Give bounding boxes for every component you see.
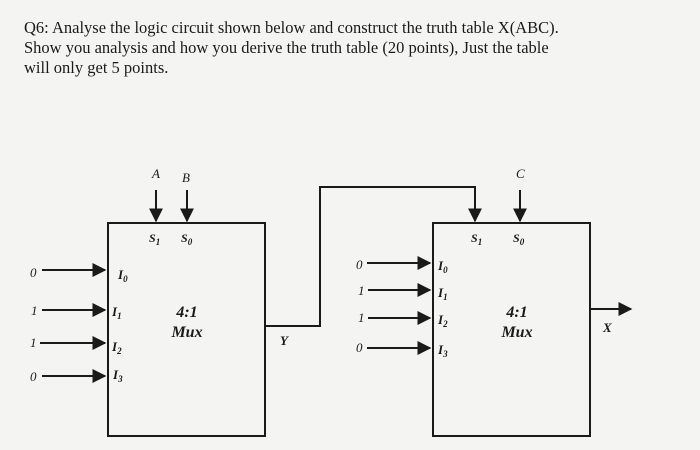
question-line-1: Q6: Analyse the logic circuit shown belo… (24, 18, 559, 37)
question-line-2: Show you analysis and how you derive the… (24, 38, 549, 57)
mux1-box (107, 222, 266, 437)
mux2-s1-label: S1 (471, 231, 482, 247)
mux2-box (432, 222, 591, 437)
mux1-s0-label: S0 (181, 231, 193, 247)
mux1-input-value-1: 1 (31, 303, 38, 318)
mux1-output-label-y: Y (280, 333, 289, 348)
question-text: Q6: Analyse the logic circuit shown belo… (24, 18, 684, 78)
question-line-3: will only get 5 points. (24, 58, 169, 77)
mux2-label-i2: I2 (437, 312, 448, 329)
mux2-select-input-c: C (516, 166, 525, 181)
mux1-select-input-b: B (182, 170, 190, 185)
mux2-output-label-x: X (602, 320, 612, 335)
mux2-input-value-0: 0 (356, 257, 363, 272)
mux1-input-value-2: 1 (30, 335, 37, 350)
mux1-input-value-0: 0 (30, 265, 37, 280)
mux2-title-line-2: Mux (500, 324, 532, 341)
mux1-label-i1: I1 (111, 304, 122, 321)
mux2-label-i3: I3 (437, 342, 448, 359)
mux1-label-i0: I0 (117, 267, 128, 284)
mux2-s0-label: S0 (513, 231, 525, 247)
mux1-label-i3: I3 (112, 367, 123, 384)
mux1-select-input-a: A (151, 166, 160, 181)
mux1-s1-label: S1 (149, 231, 160, 247)
mux1-title-line-2: Mux (170, 324, 202, 341)
mux2-input-value-2: 1 (358, 310, 365, 325)
mux1-label-i2: I2 (111, 339, 122, 356)
mux2-input-value-3: 0 (356, 340, 363, 355)
mux1-input-value-3: 0 (30, 369, 37, 384)
mux2-title-line-1: 4:1 (505, 304, 527, 321)
mux2-label-i0: I0 (437, 258, 448, 275)
mux2-label-i1: I1 (437, 285, 448, 302)
mux2-input-value-1: 1 (358, 283, 365, 298)
mux1-output-wire (265, 186, 482, 327)
mux1-title-line-1: 4:1 (175, 304, 197, 321)
